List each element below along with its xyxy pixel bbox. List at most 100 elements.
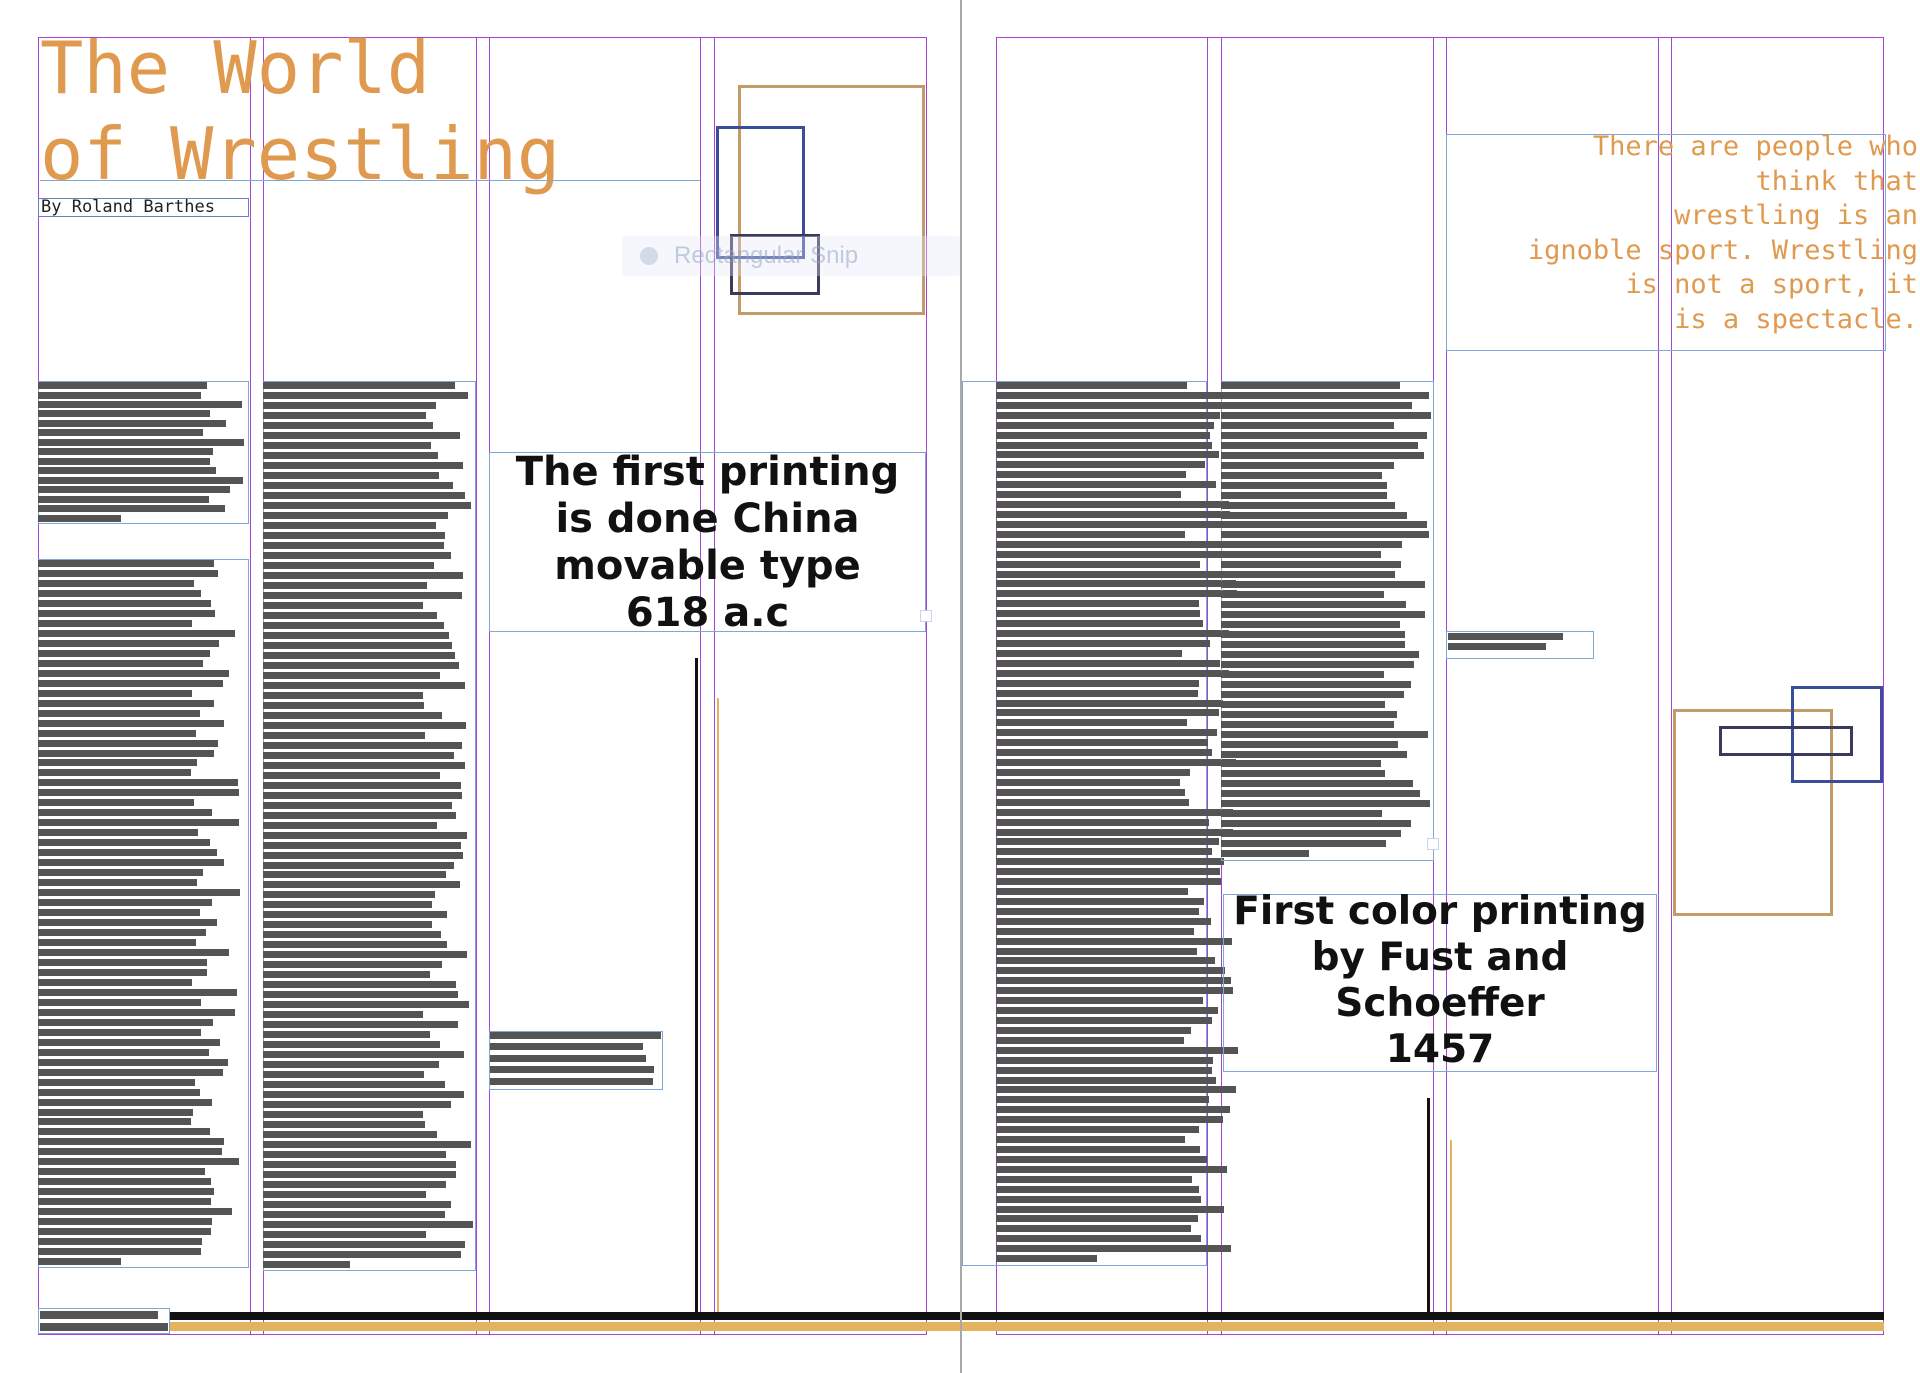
- article-body-column: [996, 382, 1238, 1265]
- timeline-marker: [695, 658, 698, 1314]
- text-line: [263, 1171, 456, 1179]
- article-body-column: [38, 382, 249, 524]
- text-line: [38, 1158, 239, 1166]
- text-line: [996, 788, 1185, 796]
- text-line: [263, 871, 446, 879]
- text-line: [38, 978, 192, 986]
- text-line: [38, 1008, 235, 1016]
- text-line: [996, 997, 1203, 1005]
- text-line: [263, 781, 461, 789]
- timeline-bar: [38, 1312, 960, 1320]
- snip-tool-label: Rectangular Snip: [622, 236, 960, 276]
- text-line: [1221, 660, 1414, 668]
- text-line: [996, 907, 1199, 915]
- text-line: [38, 699, 214, 707]
- text-line: [263, 651, 455, 659]
- text-line: [263, 392, 468, 399]
- text-line: [38, 679, 223, 687]
- text-line: [996, 808, 1233, 816]
- text-line: [996, 441, 1212, 449]
- text-line: [38, 649, 210, 657]
- text-line: [996, 1017, 1212, 1024]
- text-line: [263, 561, 434, 569]
- text-line: [996, 1007, 1218, 1014]
- text-line: [996, 471, 1186, 479]
- text-line: [38, 1218, 212, 1226]
- page-title-line-1: The World: [40, 26, 431, 110]
- text-line: [1221, 441, 1418, 449]
- text-line: [996, 401, 1230, 409]
- text-line: [263, 991, 458, 999]
- image-placeholder-frame[interactable]: [1673, 709, 1833, 916]
- image-placeholder-frame[interactable]: [730, 234, 820, 295]
- text-line: [38, 759, 197, 767]
- text-line: [263, 1251, 461, 1258]
- text-line: [38, 819, 239, 827]
- text-line: [996, 1056, 1213, 1064]
- text-line: [263, 531, 445, 539]
- text-line: [1221, 401, 1412, 409]
- image-placeholder-frame[interactable]: [738, 85, 925, 315]
- text-line: [263, 831, 467, 839]
- text-line: [996, 1215, 1198, 1223]
- text-line: [38, 476, 243, 484]
- text-line: [1221, 511, 1407, 519]
- text-line: [38, 849, 217, 857]
- text-line: [263, 1241, 465, 1248]
- text-line: [996, 778, 1180, 786]
- text-line: [996, 560, 1200, 568]
- text-line: [38, 1208, 232, 1216]
- column-guide-line: [1446, 37, 1447, 1335]
- text-line: [996, 1136, 1185, 1143]
- text-line: [1221, 800, 1430, 808]
- text-line: [996, 1235, 1201, 1243]
- text-line: [1221, 740, 1398, 748]
- article-body-column: [1221, 382, 1433, 860]
- text-line: [263, 881, 460, 889]
- text-line: [996, 838, 1219, 846]
- image-placeholder-frame[interactable]: [1791, 686, 1883, 783]
- text-line: [38, 486, 230, 494]
- text-line: [38, 1228, 211, 1236]
- text-line: [38, 400, 242, 408]
- text-line: [996, 719, 1187, 727]
- headline-frame: [489, 452, 926, 632]
- image-placeholder-frame[interactable]: [1719, 726, 1853, 756]
- text-line: [996, 511, 1230, 518]
- text-line: [38, 869, 203, 877]
- text-line: [996, 858, 1224, 866]
- text-line: [996, 461, 1205, 469]
- text-line: [38, 1108, 193, 1116]
- column-guide-line: [700, 37, 701, 1335]
- text-line: [996, 481, 1216, 489]
- column-guide-line: [1671, 37, 1672, 1335]
- text-line: [1221, 581, 1425, 589]
- text-line: [38, 879, 197, 887]
- text-line: [263, 691, 423, 699]
- text-line: [263, 1151, 446, 1159]
- text-line: [38, 689, 192, 697]
- text-line: [263, 591, 462, 599]
- timeline-marker: [1450, 1140, 1452, 1314]
- text-line: [490, 1077, 653, 1085]
- text-line: [263, 431, 460, 439]
- text-line: [263, 451, 438, 459]
- text-line: [263, 811, 456, 819]
- frame-handle[interactable]: [920, 610, 932, 622]
- text-line: [996, 530, 1185, 538]
- text-line: [263, 1101, 451, 1109]
- text-line: [38, 799, 194, 807]
- text-line: [263, 471, 439, 479]
- image-placeholder-frame[interactable]: [716, 126, 805, 259]
- text-line: [996, 888, 1188, 895]
- text-line: [263, 521, 436, 529]
- text-line: [1221, 820, 1411, 828]
- page-title-line-2: of Wrestling: [40, 112, 561, 196]
- text-line: [263, 791, 462, 799]
- text-line: [38, 438, 244, 446]
- article-body-column: [38, 560, 249, 1268]
- text-line: [263, 551, 451, 559]
- text-line: [1221, 561, 1401, 569]
- frame-handle[interactable]: [1427, 838, 1439, 850]
- text-line: [996, 828, 1233, 836]
